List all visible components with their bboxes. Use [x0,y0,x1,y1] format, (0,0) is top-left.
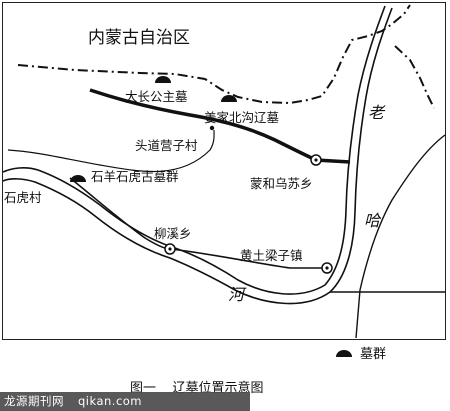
label-village-shihu: 石虎村 [4,190,42,205]
legend-label: 墓群 [360,347,386,362]
laoha-river-bank-outer [2,5,386,295]
laoha-river-bank-inner [2,7,393,305]
region-label: 内蒙古自治区 [88,28,190,48]
river-label-2: 哈 [364,211,382,230]
tomb-mound-icon [155,76,171,83]
watermark-bar: 龙源期刊网 qikan.com [0,392,250,411]
tributary-east [355,134,446,339]
province-boundary [17,4,411,105]
legend: 墓群 [336,347,386,362]
tomb-mound-icon [221,95,237,102]
river-label-3: 河 [228,285,247,304]
label-tombs-shiyang: 石羊石虎古墓群 [91,169,179,184]
river-label-1: 老 [368,103,386,122]
label-tomb-jiangjia: 姜家北沟辽墓 [204,110,280,125]
label-town-menghe: 蒙和乌苏乡 [250,176,313,191]
town-marker-liuxi [164,243,176,255]
tomb-mound-icon [70,175,86,182]
watermark-right: qikan.com [78,394,143,408]
town-marker-huangtu [321,262,333,274]
label-town-liuxi: 柳溪乡 [154,226,192,241]
town-marker-menghe [310,154,322,166]
label-town-huangtu: 黄土梁子镇 [240,248,303,263]
road-inner [7,129,215,173]
road-north [89,88,351,164]
province-boundary-east [394,45,435,109]
village-dot [209,125,215,131]
watermark-left: 龙源期刊网 [4,394,64,408]
label-tomb-princess: 大长公主墓 [125,89,188,104]
legend-tomb-icon [336,350,352,357]
label-village-toudao: 头道营子村 [135,138,198,153]
map-frame [2,2,446,340]
